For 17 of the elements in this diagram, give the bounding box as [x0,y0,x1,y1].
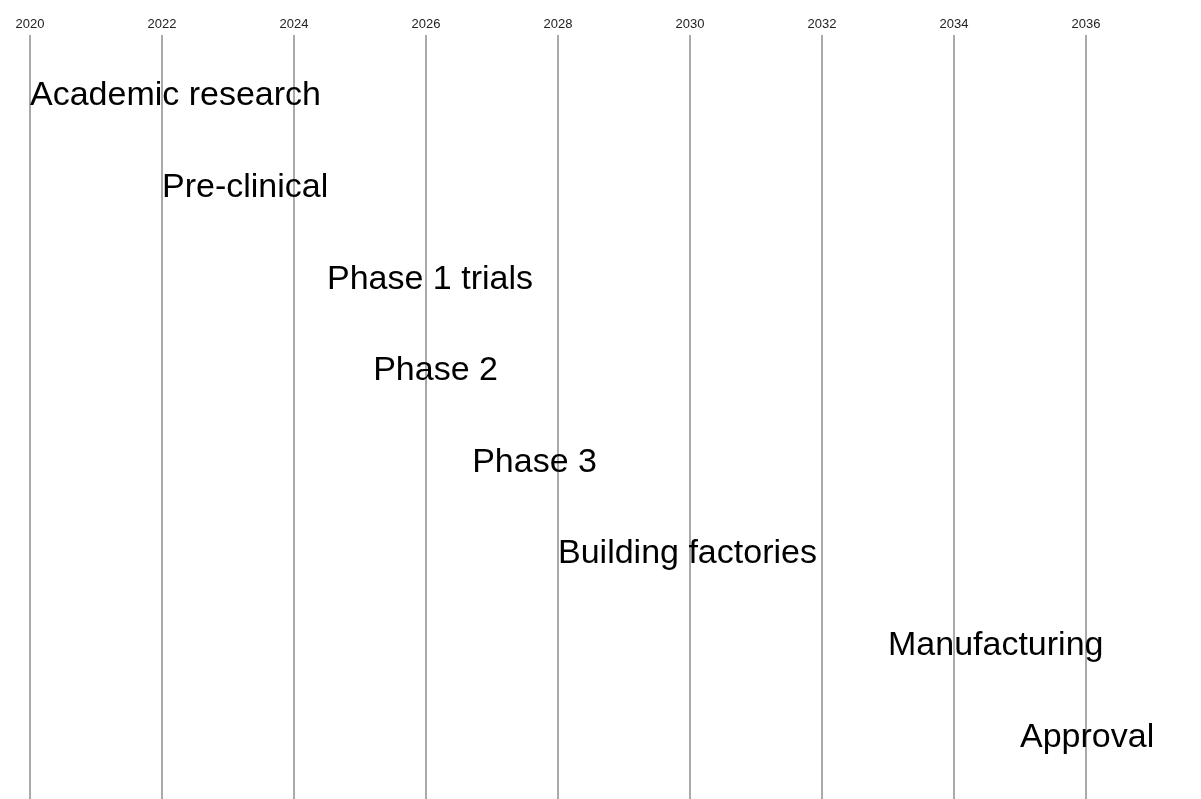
phase-label: Phase 1 trials [327,257,533,297]
year-label: 2024 [279,16,309,31]
year-label: 2030 [675,16,705,31]
phase-label: Manufacturing [888,623,1104,663]
phase-label: Academic research [30,73,321,113]
year-label: 2028 [543,16,573,31]
phase-label: Approval [1020,715,1155,755]
year-label: 2036 [1071,16,1101,31]
phase-label: Pre-clinical [162,165,329,205]
year-label: 2026 [411,16,441,31]
year-label: 2020 [15,16,45,31]
year-label: 2032 [807,16,837,31]
phase-label: Building factories [558,531,817,571]
year-label: 2022 [147,16,177,31]
phase-label: Phase 3 [472,440,597,480]
year-label: 2034 [939,16,969,31]
phase-label: Phase 2 [373,348,498,388]
